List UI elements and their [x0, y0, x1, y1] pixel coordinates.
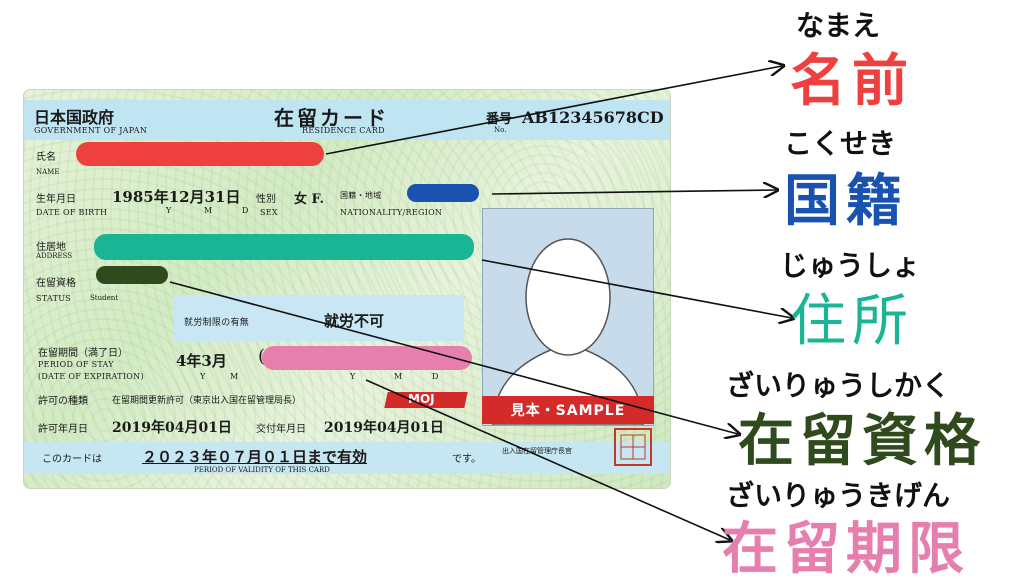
- authority: 出入国在留管理庁長官: [502, 447, 572, 455]
- photo-sample-label: 見本・SAMPLE: [482, 396, 654, 424]
- dob-label-en: DATE OF BIRTH: [36, 208, 108, 217]
- expiration-d: D: [432, 372, 439, 381]
- address-label-en: ADDRESS: [36, 252, 73, 260]
- reading-name: なまえ: [796, 9, 881, 42]
- status-label-en: STATUS: [36, 294, 72, 303]
- term-expiration: 在留期限: [722, 517, 970, 582]
- validity-label-en: PERIOD OF VALIDITY OF THIS CARD: [194, 466, 330, 474]
- moj-text: MOJ: [408, 392, 435, 406]
- dob-value: 1985年12月31日: [112, 188, 241, 206]
- address-label-ja: 住居地: [36, 242, 66, 253]
- name-label-en: NAME: [36, 168, 60, 176]
- nationality-label-ja: 国籍・地域: [340, 191, 382, 200]
- permit-date-value: 2019年04月01日: [112, 420, 232, 436]
- dob-label-ja: 生年月日: [36, 194, 76, 205]
- name-redaction: [76, 142, 324, 166]
- issuer-ja: 日本国政府: [34, 108, 115, 127]
- card-number: AB12345678CD: [522, 108, 664, 127]
- sex-label-ja: 性別: [256, 194, 276, 205]
- validity-band: [24, 442, 670, 474]
- expiration-label-en: (DATE OF EXPIRATION): [38, 372, 144, 381]
- arrow-status: [169, 281, 738, 434]
- period-y: Y: [200, 372, 206, 381]
- reading-expiration: ざいりゅうきげん: [726, 479, 951, 512]
- issue-date-label: 交付年月日: [256, 424, 306, 435]
- term-address: 住所: [790, 289, 914, 354]
- period-value: 4年3月: [176, 352, 227, 370]
- number-label-en: No.: [494, 126, 507, 134]
- residence-card: 日本国政府 GOVERNMENT OF JAPAN 在留カード RESIDENC…: [24, 90, 670, 488]
- validity-prefix: このカードは: [42, 454, 102, 465]
- arrow-nationality: [491, 190, 776, 194]
- sex-value: 女 F.: [294, 192, 324, 207]
- arrow-expiration: [365, 379, 730, 540]
- dob-y: Y: [166, 206, 172, 215]
- status-redaction: [96, 266, 168, 284]
- work-restriction-box: [174, 295, 464, 341]
- period-label-ja: 在留期間（満了日）: [38, 348, 128, 359]
- permit-date-label: 許可年月日: [38, 424, 88, 435]
- work-value: 就労不可: [324, 312, 385, 330]
- issue-date-value: 2019年04月01日: [324, 420, 444, 436]
- reading-address: じゅうしょ: [780, 249, 921, 282]
- open-paren: (: [258, 346, 265, 367]
- expiration-m: M: [394, 372, 403, 381]
- sex-label-en: SEX: [260, 208, 278, 217]
- reading-status: ざいりゅうしかく: [726, 369, 951, 402]
- work-label: 就労制限の有無: [184, 318, 250, 328]
- expiration-redaction: [262, 346, 472, 370]
- card-header-band: [24, 100, 670, 140]
- arrow-address: [481, 259, 792, 318]
- name-label-ja: 氏名: [36, 152, 56, 163]
- validity-value: ２０２３年０７月０１日まで有効: [142, 448, 368, 466]
- nationality-redaction: [407, 184, 479, 202]
- number-label-ja: 番号: [486, 112, 513, 127]
- dob-d: D: [242, 206, 249, 215]
- term-nationality: 国籍: [784, 169, 908, 234]
- permit-type-label: 許可の種類: [38, 396, 88, 407]
- period-label-en: PERIOD OF STAY: [38, 360, 114, 369]
- official-seal: [614, 428, 652, 466]
- status-label-ja: 在留資格: [36, 278, 76, 289]
- reading-nationality: こくせき: [784, 127, 897, 160]
- expiration-y: Y: [350, 372, 356, 381]
- card-title-en: RESIDENCE CARD: [302, 126, 385, 135]
- term-status: 在留資格: [738, 409, 986, 474]
- address-redaction: [94, 234, 474, 260]
- arrow-name: [325, 66, 782, 155]
- permit-type-value: 在留期間更新許可（東京出入国在留管理局長）: [112, 396, 302, 406]
- term-name: 名前: [790, 49, 914, 114]
- card-title-ja: 在留カード: [274, 106, 389, 130]
- issuer-en: GOVERNMENT OF JAPAN: [34, 126, 148, 135]
- status-value-en: Student: [90, 294, 119, 302]
- nationality-label-en: NATIONALITY/REGION: [340, 208, 443, 217]
- period-m: M: [230, 372, 239, 381]
- validity-suffix: です。: [452, 454, 481, 465]
- dob-m: M: [204, 206, 213, 215]
